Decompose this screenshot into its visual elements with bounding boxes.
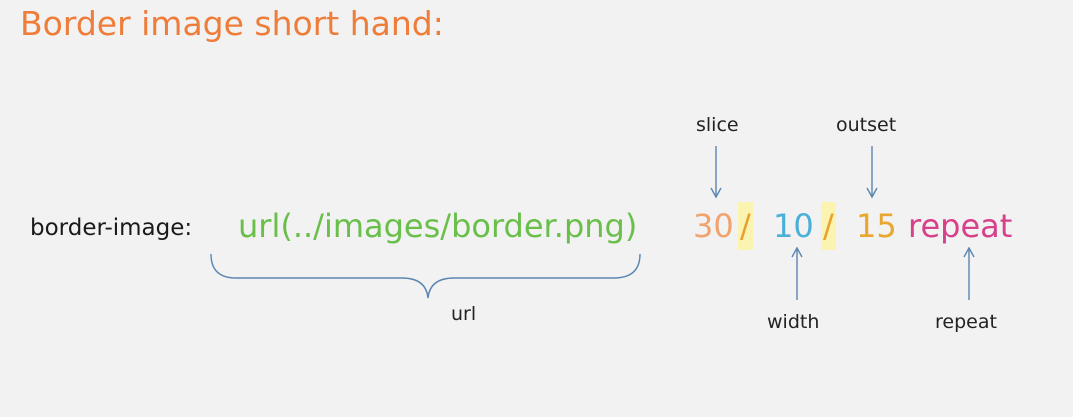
width-arrowhead xyxy=(791,246,803,258)
outset-annotation: outset xyxy=(836,114,897,136)
page-title: Border image short hand: xyxy=(20,4,444,43)
width-value: 10 xyxy=(773,207,814,245)
separator-1: / xyxy=(738,202,753,250)
separator-2: / xyxy=(821,202,836,250)
repeat-arrowhead xyxy=(963,246,975,258)
url-annotation: url xyxy=(451,303,477,325)
property-label: border-image: xyxy=(30,215,193,241)
outset-arrowhead xyxy=(866,187,878,199)
slice-value: 30 xyxy=(693,207,734,245)
width-annotation: width xyxy=(767,311,820,333)
repeat-annotation: repeat xyxy=(935,311,997,333)
repeat-value: repeat xyxy=(908,207,1013,245)
url-brace xyxy=(210,253,641,299)
slice-arrowhead xyxy=(710,187,722,199)
outset-value: 15 xyxy=(856,207,897,245)
slice-annotation: slice xyxy=(696,114,739,136)
url-value: url(../images/border.png) xyxy=(238,207,638,245)
